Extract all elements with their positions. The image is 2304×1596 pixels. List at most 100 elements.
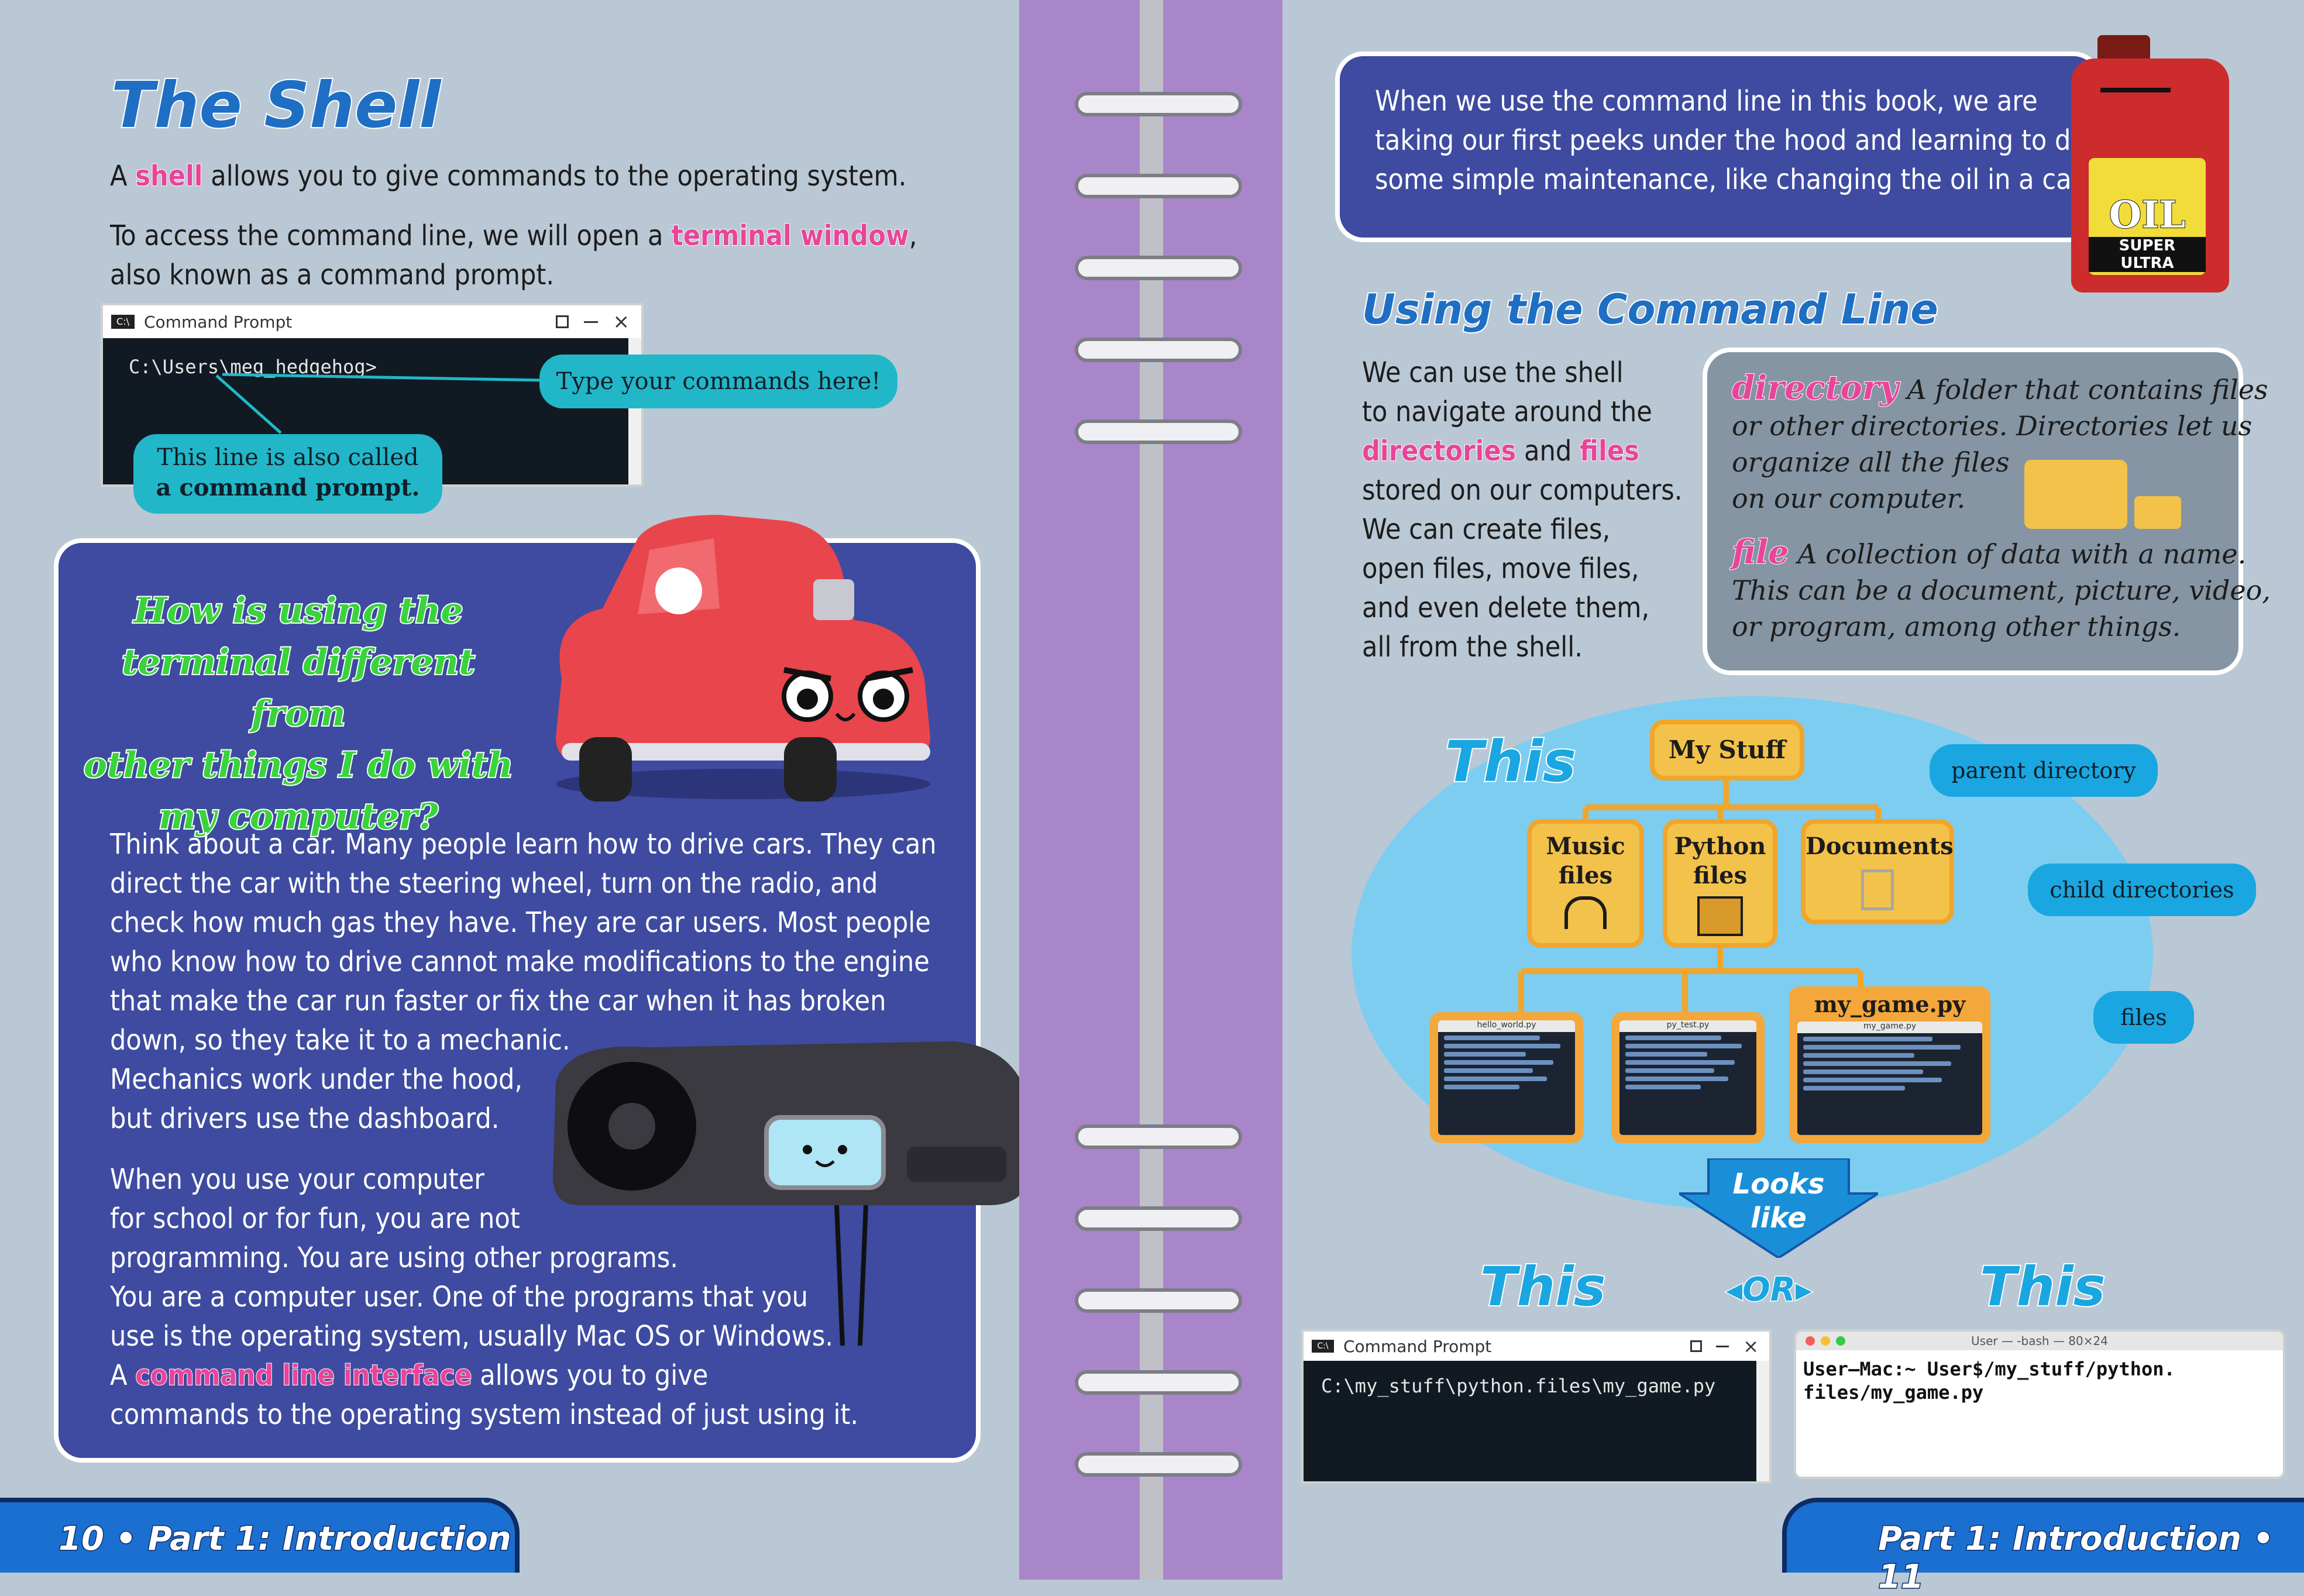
- def-term-file: file: [1731, 533, 1790, 572]
- spiral-ring: [1075, 1124, 1242, 1149]
- code-window-inner: py_test.py: [1619, 1020, 1756, 1135]
- term-shell: shell: [135, 159, 203, 193]
- left-footer-text: 10 • Part 1: Introduction: [58, 1519, 513, 1559]
- file-window-py-test[interactable]: py_test.py: [1611, 1012, 1765, 1143]
- para2-final: commands to the operating system instead…: [110, 1398, 859, 1431]
- cmd-icon: C:\: [111, 315, 135, 329]
- or-left-arrow: ◂: [1725, 1270, 1743, 1310]
- this-label-right: This: [1979, 1254, 2107, 1319]
- spiral-ring: [1075, 338, 1242, 362]
- file-window-hello-world[interactable]: hello_world.py: [1430, 1012, 1583, 1143]
- question-heading: How is using the terminal different from…: [82, 585, 515, 842]
- mac-line2: files/my_game.py: [1803, 1381, 1984, 1404]
- def-term-directory: directory: [1731, 369, 1899, 407]
- zoom-dot[interactable]: [1836, 1336, 1845, 1346]
- oil-can-illustration: OIL SUPER ULTRA: [2065, 35, 2235, 298]
- section-title-using-command-line: Using the Command Line: [1361, 284, 1940, 335]
- folder-music-files[interactable]: Music files: [1527, 819, 1644, 948]
- folder-my-stuff[interactable]: My Stuff: [1650, 720, 1804, 780]
- nav-line: stored on our computers.: [1362, 474, 1683, 507]
- mac-window-title: User — -bash — 80×24: [1971, 1334, 2108, 1348]
- access-line2: also known as a command prompt.: [110, 259, 555, 291]
- close-dot[interactable]: [1806, 1336, 1815, 1346]
- file-window-title: hello_world.py: [1438, 1020, 1575, 1032]
- intro-suffix: allows you to give commands to the opera…: [202, 160, 907, 192]
- window-titlebar: C:\ Command Prompt ×: [103, 305, 641, 338]
- pointer-commands: [222, 373, 545, 382]
- maximize-icon[interactable]: [555, 315, 569, 328]
- para2-line: You are a computer user. One of the prog…: [110, 1281, 808, 1313]
- nav-and: and: [1516, 435, 1580, 467]
- access-paragraph: To access the command line, we will open…: [110, 216, 917, 295]
- term-command-line-interface: command line interface: [135, 1358, 472, 1392]
- oil-note-line: taking our first peeks under the hood an…: [1375, 124, 2086, 157]
- minimize-icon[interactable]: [583, 321, 598, 323]
- spiral-ring: [1075, 92, 1242, 116]
- code-window-inner: my_game.py: [1797, 1021, 1982, 1135]
- minimize-dot[interactable]: [1821, 1336, 1830, 1346]
- para1-line: direct the car with the steering wheel, …: [110, 867, 878, 900]
- term-terminal-window: terminal window: [670, 219, 910, 253]
- looks-like-arrow: [1679, 1158, 1878, 1258]
- access-suffix: ,: [909, 219, 917, 252]
- access-prefix: To access the command line, we will open…: [110, 219, 672, 252]
- file-window-my-game[interactable]: my_game.py my_game.py: [1789, 986, 1990, 1143]
- nav-line: We can use the shell: [1362, 356, 1624, 389]
- spiral-ring: [1075, 174, 1242, 198]
- oil-can-eyes: [2100, 88, 2171, 98]
- documents-line1: Documents: [1806, 833, 1954, 860]
- nav-line: all from the shell.: [1362, 631, 1583, 663]
- term-directories: directories: [1361, 434, 1516, 468]
- code-window-inner: hello_world.py: [1438, 1020, 1575, 1135]
- headphones-icon: [1564, 896, 1607, 929]
- cmd-icon: C:\: [1312, 1340, 1334, 1353]
- minimize-icon[interactable]: [1716, 1345, 1729, 1347]
- pointer-prompt: [215, 374, 282, 434]
- para2-line: When you use your computer: [110, 1163, 485, 1196]
- callout-prompt-line2: a command prompt.: [156, 474, 420, 501]
- spiral-ring: [1075, 256, 1242, 280]
- nav-line: to navigate around the: [1362, 395, 1652, 428]
- def-file-text: A collection of data with a name.: [1789, 538, 2247, 570]
- red-car-illustration: [556, 515, 930, 802]
- or-label: ◂OR▸: [1725, 1270, 1813, 1310]
- scrollbar[interactable]: [1756, 1361, 1769, 1481]
- spiral-ring: [1075, 1206, 1242, 1231]
- mac-line1: User—Mac:~ User$/my_stuff/python.: [1803, 1358, 2175, 1380]
- callout-type-commands: Type your commands here!: [539, 355, 897, 408]
- oil-can-line2: ULTRA: [2089, 254, 2206, 272]
- folder-character-icon: [2024, 460, 2127, 529]
- window-title: Command Prompt: [144, 312, 293, 332]
- nav-line: open files, move files,: [1362, 552, 1639, 585]
- computer-paragraph: When you use your computer for school or…: [110, 1160, 858, 1435]
- file-window-title: my_game.py: [1797, 1021, 1982, 1033]
- question-line4: my computer?: [157, 795, 439, 838]
- cli-suffix: allows you to give: [472, 1359, 709, 1392]
- def-directory-text: A folder that contains files: [1898, 374, 2268, 405]
- spiral-ring: [1075, 1452, 1242, 1477]
- oil-can-label: OIL SUPER ULTRA: [2089, 158, 2206, 275]
- para1-line: Mechanics work under the hood,: [110, 1063, 523, 1096]
- or-text: OR: [1742, 1270, 1797, 1310]
- def-directory-line: directory A folder that contains files: [1731, 369, 2271, 408]
- folder-documents[interactable]: Documents: [1801, 819, 1954, 924]
- def-file-line: This can be a document, picture, video,: [1732, 575, 2271, 606]
- maximize-icon[interactable]: [1690, 1340, 1703, 1352]
- document-icon: [1861, 869, 1894, 910]
- oil-note-box: [1335, 51, 2102, 242]
- terminal-area[interactable]: C:\my_stuff\python.files\my_game.py: [1304, 1361, 1756, 1481]
- oil-note-text: When we use the command line in this boo…: [1375, 82, 2088, 200]
- spiral-ring: [1075, 1288, 1242, 1313]
- question-line3: other things I do with: [82, 744, 514, 787]
- this-label-top: This: [1444, 728, 1577, 796]
- label-child-directories: child directories: [2028, 864, 2256, 916]
- mac-terminal-text[interactable]: User—Mac:~ User$/my_stuff/python. files/…: [1796, 1350, 2283, 1411]
- label-parent-directory: parent directory: [1930, 744, 2158, 797]
- python-line1: Python: [1674, 833, 1766, 860]
- music-line2: files: [1558, 862, 1613, 889]
- close-icon[interactable]: ×: [613, 310, 630, 333]
- folder-python-files[interactable]: Python files: [1663, 819, 1777, 948]
- looks-like-text: Looks like: [1720, 1167, 1837, 1235]
- close-icon[interactable]: ×: [1743, 1335, 1759, 1357]
- music-line1: Music: [1546, 833, 1625, 860]
